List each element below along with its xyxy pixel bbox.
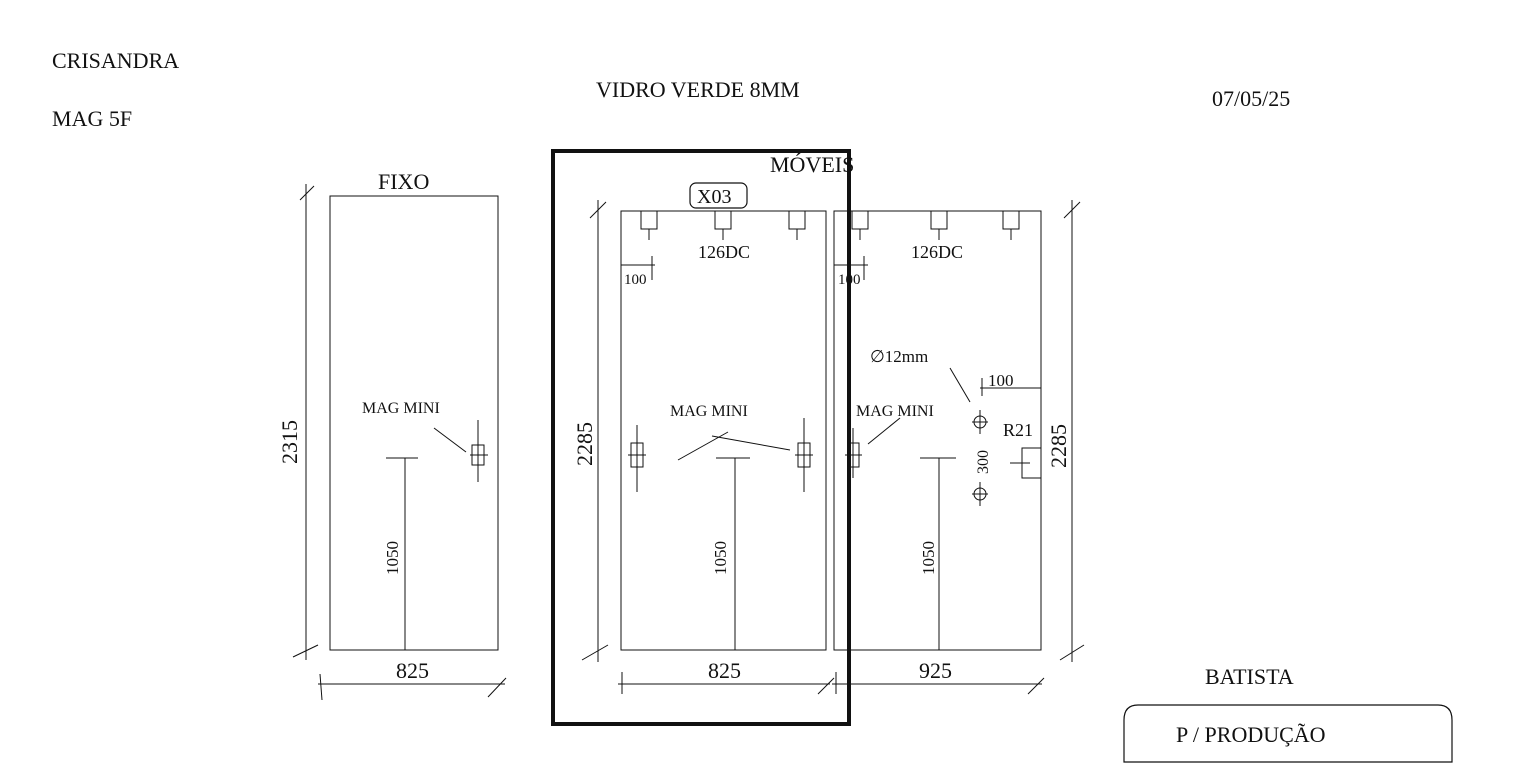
radius-label: R21 xyxy=(1003,420,1033,440)
moving-width-dim: 825 xyxy=(708,658,741,683)
tag-box xyxy=(689,182,748,209)
date: 07/05/25 xyxy=(1212,86,1290,111)
magmini-label-fixed: MAG MINI xyxy=(362,400,440,417)
moving-panel-left xyxy=(620,210,827,651)
moving-right-height-dim: 2285 xyxy=(1046,424,1071,468)
hole-spacing-dim: 300 xyxy=(975,450,992,474)
fixed-label: FIXO xyxy=(378,169,429,194)
offset-label-left: 100 xyxy=(624,272,647,288)
moving-label: MÓVEIS xyxy=(770,152,854,177)
model-name: MAG 5F xyxy=(52,106,132,131)
moving-right-handle-height: 1050 xyxy=(919,541,938,575)
highlight-box xyxy=(551,149,851,726)
dc-label-right: 126DC xyxy=(911,242,963,262)
fixed-panel xyxy=(329,195,499,651)
moving-height-dim: 2285 xyxy=(572,422,597,466)
production-stamp: P / PRODUÇÃO xyxy=(1176,722,1326,747)
fixed-handle-height: 1050 xyxy=(383,541,402,575)
moving-handle-height: 1050 xyxy=(711,541,730,575)
stamp-frame xyxy=(1123,704,1453,763)
fixed-width-dim: 825 xyxy=(396,658,429,683)
moving-panel-right xyxy=(833,210,1042,651)
hole-label: ∅12mm xyxy=(870,347,928,366)
magmini-label-moving: MAG MINI xyxy=(670,403,748,420)
dc-label-left: 126DC xyxy=(698,242,750,262)
author-name: BATISTA xyxy=(1205,664,1294,689)
moving-right-width-dim: 925 xyxy=(919,658,952,683)
glass-spec: VIDRO VERDE 8MM xyxy=(596,77,800,102)
hole-offset-label: 100 xyxy=(988,371,1014,390)
magmini-label-right: MAG MINI xyxy=(856,403,934,420)
tag-label: X03 xyxy=(697,186,731,208)
client-name: CRISANDRA xyxy=(52,48,179,73)
fixed-height-dim: 2315 xyxy=(277,420,302,464)
offset-label-right: 100 xyxy=(838,272,861,288)
